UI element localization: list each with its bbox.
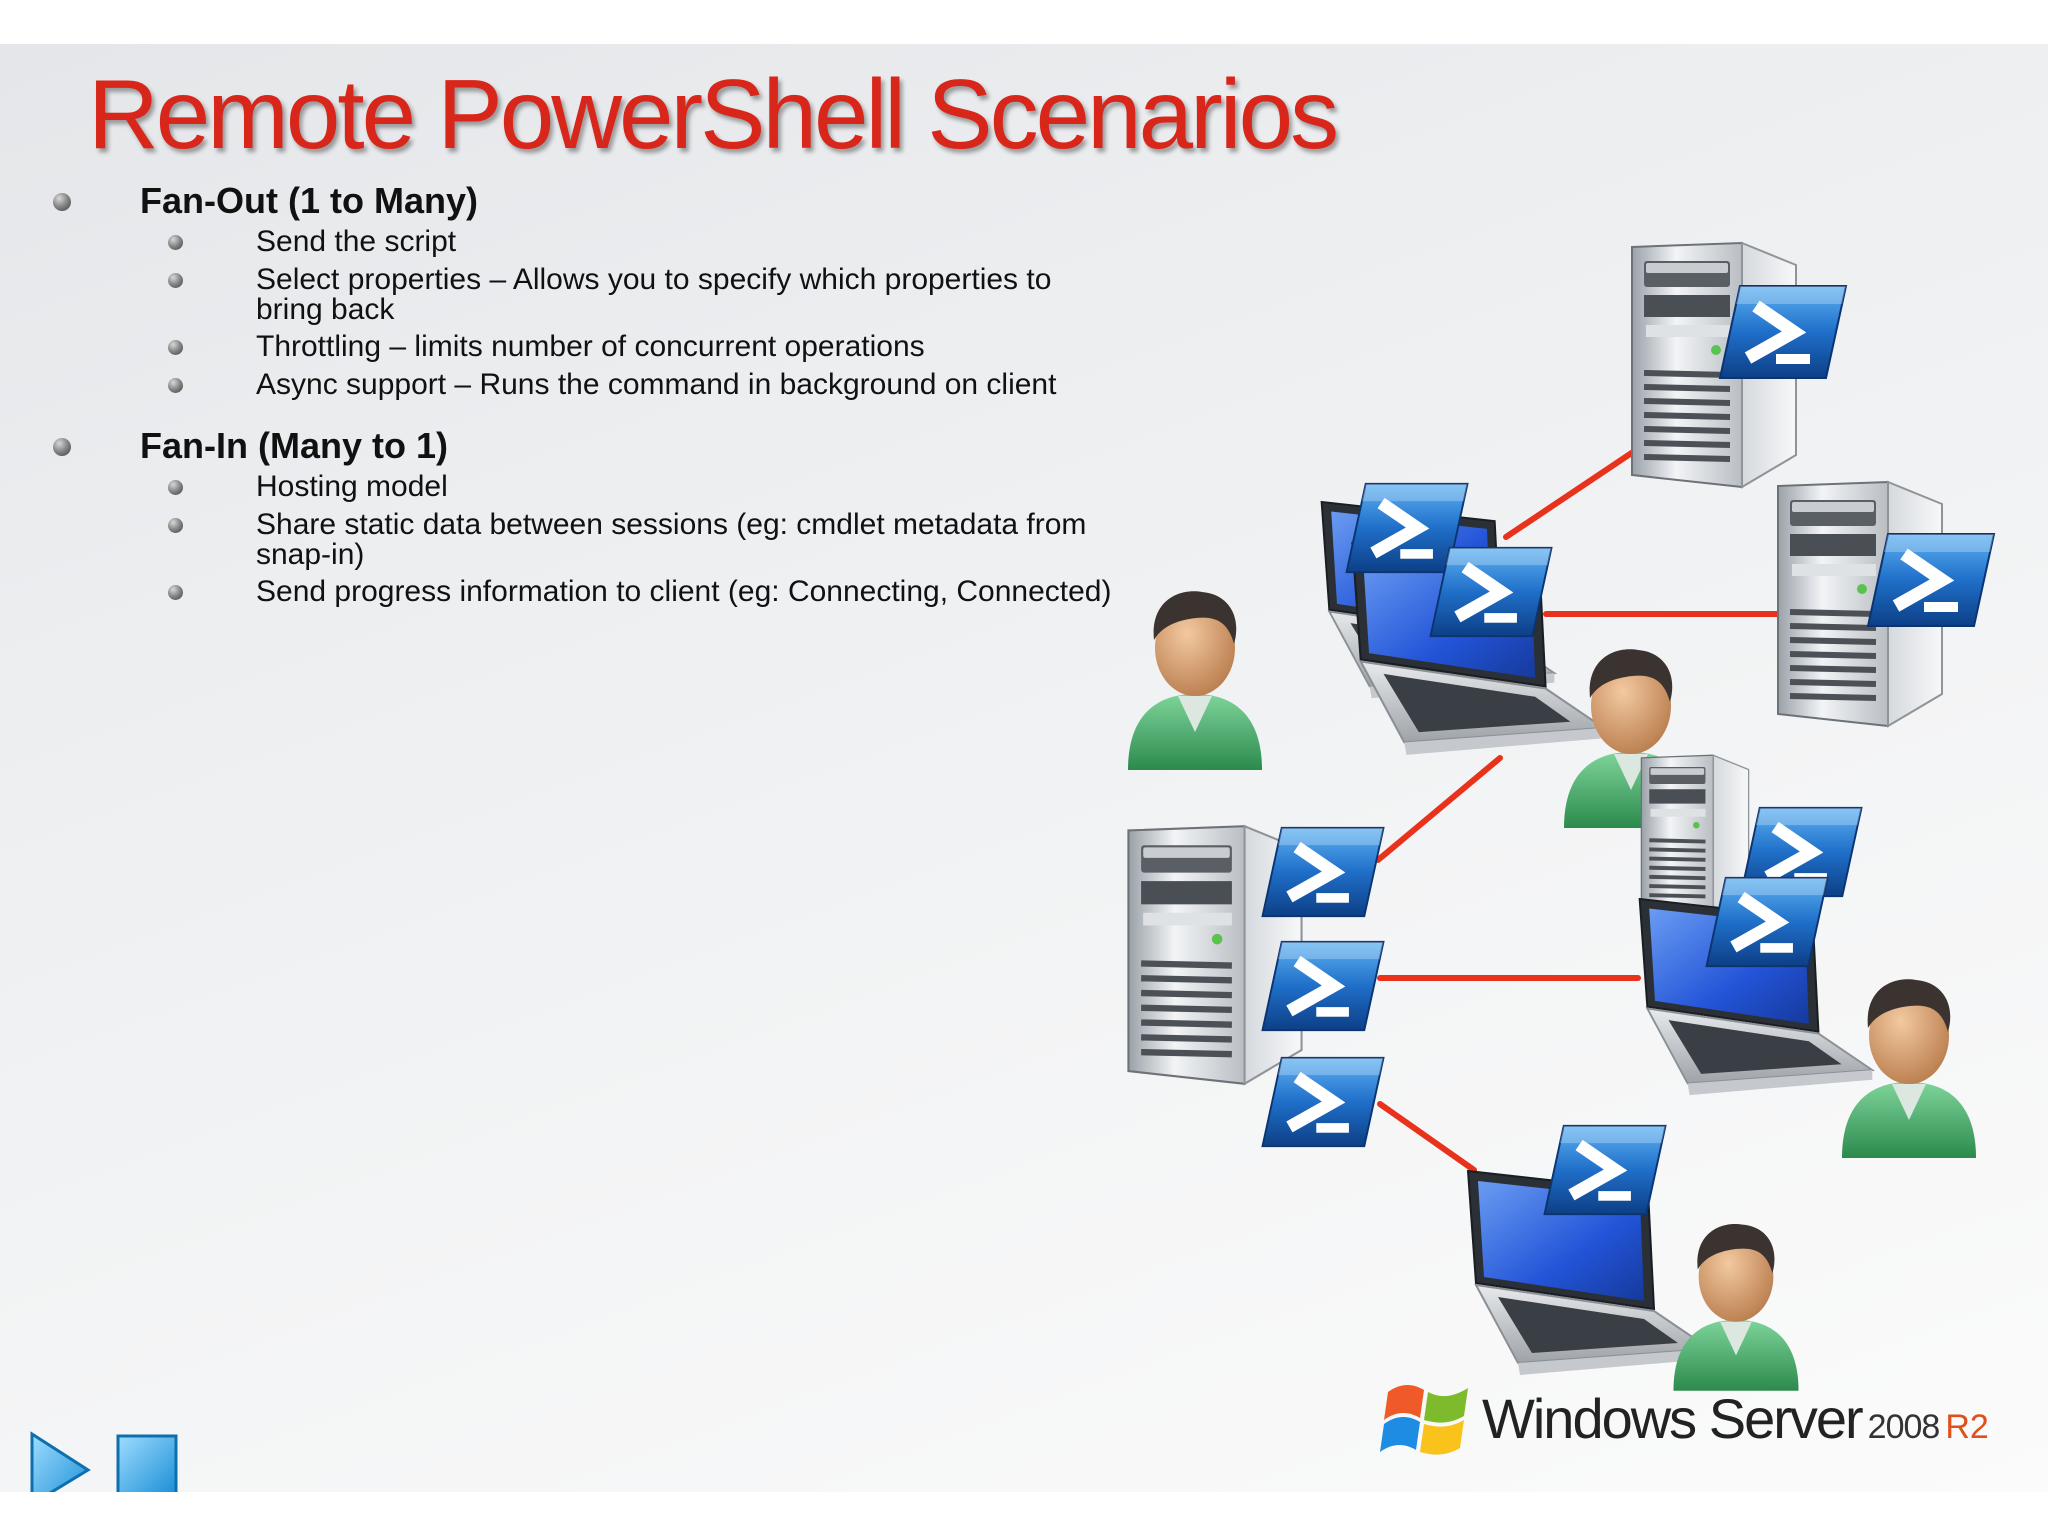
connector-line bbox=[1503, 441, 1648, 540]
list-item: Async support – Runs the command in back… bbox=[256, 368, 1057, 401]
bullet-dot bbox=[168, 378, 183, 393]
powershell-icon bbox=[1545, 1126, 1666, 1214]
logo-version: 2008 bbox=[1867, 1408, 1941, 1446]
user-icon bbox=[1128, 591, 1262, 770]
play-icon[interactable] bbox=[28, 1430, 92, 1492]
list-item: Send the script bbox=[256, 225, 457, 258]
bullet-dot bbox=[168, 518, 183, 533]
logo-brand: Windows Server bbox=[1482, 1387, 1864, 1450]
slide: Remote PowerShell Scenarios Fan-Out (1 t… bbox=[0, 44, 2048, 1492]
powershell-icon bbox=[1431, 548, 1552, 636]
list-item: Throttling – limits number of concurrent… bbox=[256, 330, 925, 363]
powershell-icon bbox=[1868, 534, 1994, 626]
bullet-dot bbox=[168, 273, 183, 288]
section-heading-fan-out: Fan-Out (1 to Many) bbox=[140, 180, 478, 221]
powershell-icon bbox=[1263, 828, 1384, 916]
network-diagram bbox=[1090, 184, 2048, 1391]
list-item: Share static data between sessions (eg: … bbox=[256, 508, 1087, 571]
section-heading-fan-in: Fan-In (Many to 1) bbox=[140, 425, 448, 466]
powershell-icon bbox=[1263, 1058, 1384, 1146]
bullet-dot bbox=[53, 438, 71, 456]
connector-line bbox=[1375, 755, 1503, 863]
bullet-dot bbox=[168, 235, 183, 250]
windows-flag-icon bbox=[1380, 1385, 1468, 1455]
list-item: Hosting model bbox=[256, 470, 448, 503]
logo-edition: R2 bbox=[1945, 1408, 1989, 1446]
list-item: Select properties – Allows you to specif… bbox=[256, 263, 1052, 326]
bullet-dot bbox=[168, 585, 183, 600]
connector-line bbox=[1377, 1101, 1477, 1173]
powershell-icon bbox=[1263, 942, 1384, 1030]
powershell-icon bbox=[1707, 878, 1828, 966]
powershell-icon bbox=[1720, 286, 1846, 378]
bullet-dot bbox=[53, 193, 71, 211]
slide-title: Remote PowerShell Scenarios bbox=[88, 59, 1339, 169]
bullet-dot bbox=[168, 480, 183, 495]
stop-icon[interactable] bbox=[114, 1432, 180, 1492]
bullet-dot bbox=[168, 340, 183, 355]
list-item: Send progress information to client (eg:… bbox=[256, 575, 1112, 608]
